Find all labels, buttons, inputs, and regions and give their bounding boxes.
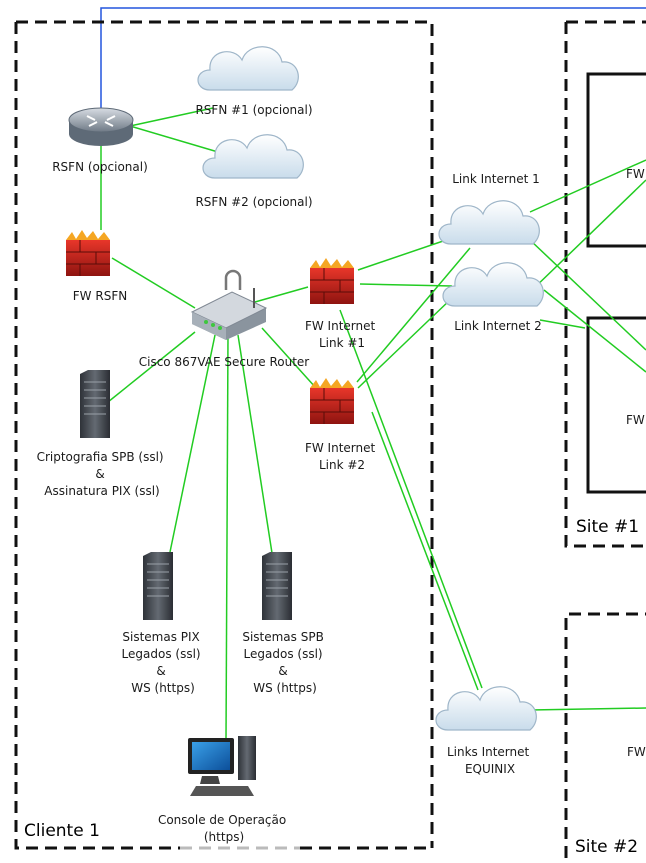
label-spb: Sistemas SPB Legados (ssl) & WS (https) [242, 630, 327, 695]
site2-boundary [564, 612, 646, 858]
label-site2-fw: FW [627, 745, 646, 759]
label-link2: Link Internet 2 [454, 319, 542, 333]
label-link1: Link Internet 1 [452, 172, 540, 186]
firewall-icon-rsfn [66, 230, 110, 276]
server-icon-pix [143, 552, 173, 620]
label-crypto: Criptografia SPB (ssl) & Assinatura PIX … [37, 450, 168, 498]
server-icon-crypto [80, 370, 110, 438]
region-label-site2: Site #2 [575, 837, 638, 857]
workstation-icon-console [188, 736, 256, 796]
label-rsfn2: RSFN #2 (opcional) [195, 195, 312, 209]
firewall-icon-link1 [310, 258, 354, 304]
label-fw-link2: FW Internet Link #2 [305, 441, 379, 472]
cloud-icon-equinix [435, 686, 537, 731]
network-links [100, 107, 646, 741]
region-label-site1: Site #1 [576, 517, 639, 537]
label-site1-fw-bottom: FW [626, 413, 645, 427]
router-icon-rsfn [68, 107, 134, 146]
label-equinix: Links Internet EQUINIX [447, 745, 533, 776]
cloud-icon-link2 [442, 262, 544, 307]
firewall-icon-link2 [310, 378, 354, 424]
region-label-client: Cliente 1 [24, 821, 100, 841]
site1-box-bottom [586, 316, 646, 494]
label-site1-fw-top: FW [626, 167, 645, 181]
label-cisco: Cisco 867VAE Secure Router [139, 355, 310, 369]
cloud-icon-link1 [438, 200, 540, 245]
wan-uplink-line [100, 7, 646, 110]
label-rsfn-router: RSFN (opcional) [52, 160, 148, 174]
router-icon-cisco [190, 269, 268, 340]
label-fw-link1: FW Internet Link #1 [305, 319, 379, 350]
label-pix: Sistemas PIX Legados (ssl) & WS (https) [122, 630, 205, 695]
site1-box-top [586, 72, 646, 248]
label-rsfn1: RSFN #1 (opcional) [195, 103, 312, 117]
site1-boundary [564, 20, 646, 548]
label-fw-rsfn: FW RSFN [73, 289, 127, 303]
label-console: Console de Operação (https) [158, 813, 290, 844]
cloud-icon-rsfn2 [202, 134, 304, 179]
server-icon-spb [262, 552, 292, 620]
client-boundary [14, 20, 434, 850]
cloud-icon-rsfn1 [197, 46, 299, 91]
